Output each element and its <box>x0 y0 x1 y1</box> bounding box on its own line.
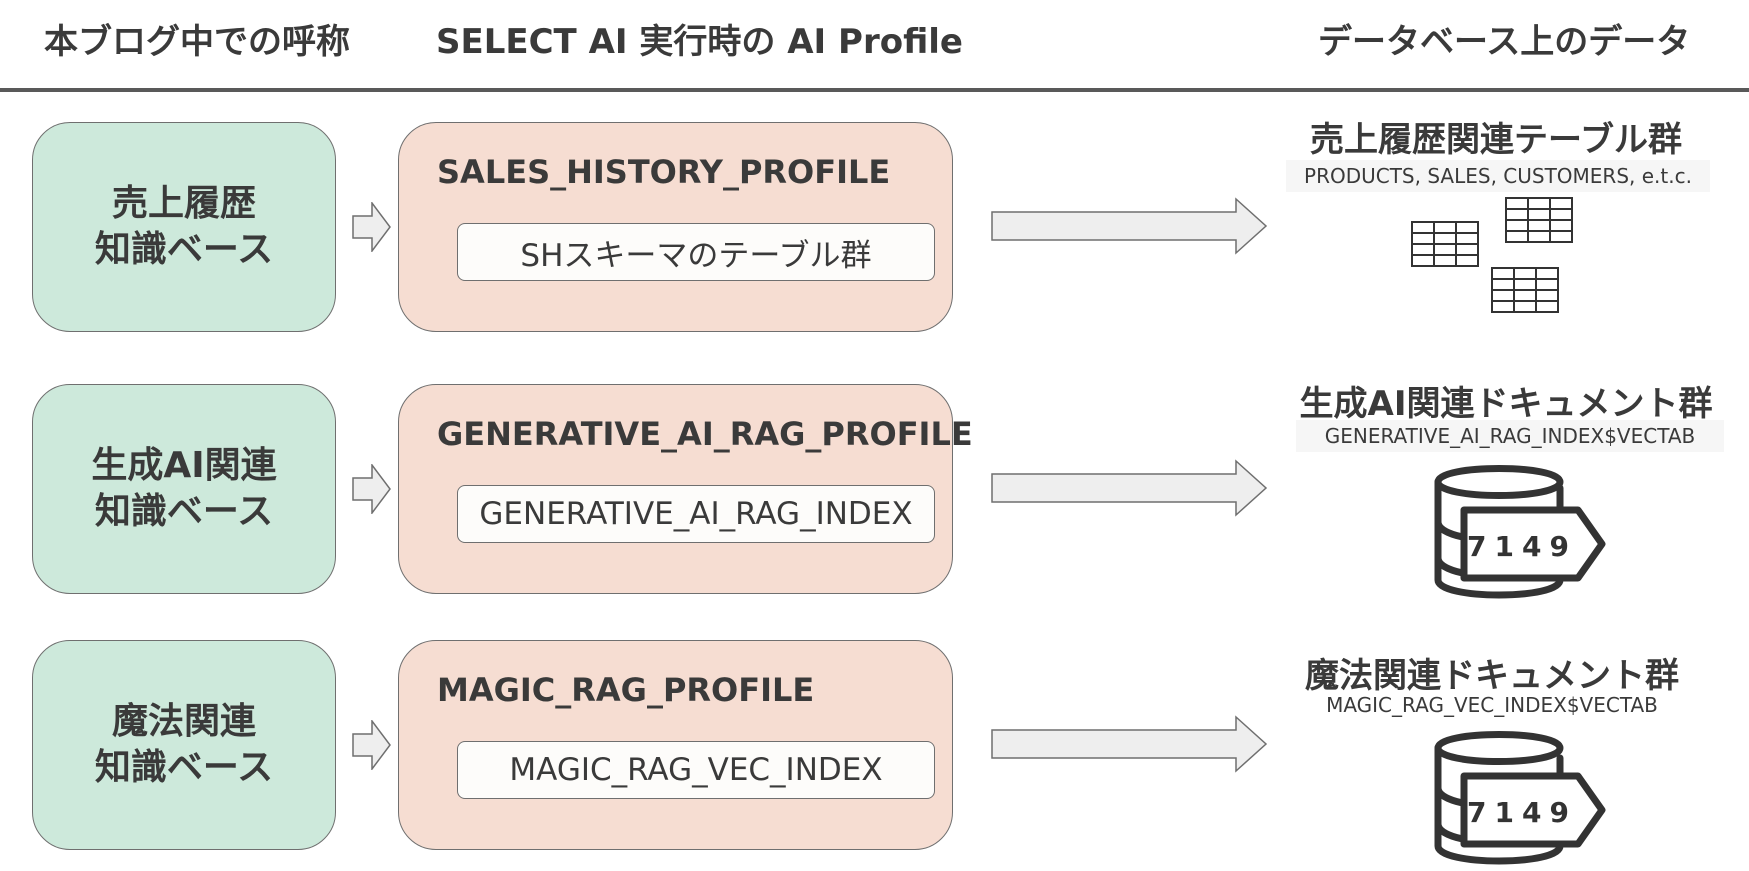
table-icon <box>1491 267 1559 313</box>
vector-database-icon: 7149 <box>1434 731 1606 865</box>
profile-card-generative-ai: GENERATIVE_AI_RAG_PROFILE GENERATIVE_AI_… <box>398 384 973 594</box>
header-name-column: 本ブログ中での呼称 <box>44 22 350 62</box>
profile-card-sales-history: SALES_HISTORY_PROFILE SHスキーマのテーブル群 <box>398 122 953 332</box>
data-subtitle-magic: MAGIC_RAG_VEC_INDEX$VECTAB <box>1326 693 1658 717</box>
data-title-sales-history: 売上履歴関連テーブル群 <box>1310 120 1682 160</box>
knowledge-base-generative-ai: 生成AI関連 知識ベース <box>32 384 336 594</box>
small-arrow-icon <box>352 202 391 252</box>
kb-label-line-2: 知識ベース <box>94 229 274 270</box>
kb-label-line-2: 知識ベース <box>94 491 274 532</box>
kb-label-line-1: 売上履歴 <box>111 183 256 224</box>
data-title-magic: 魔法関連ドキュメント群 <box>1305 656 1679 696</box>
kb-label-line-2: 知識ベース <box>94 747 274 788</box>
profile-target: GENERATIVE_AI_RAG_INDEX <box>457 485 935 543</box>
profile-name: MAGIC_RAG_PROFILE <box>437 671 815 709</box>
vector-database-icon: 7149 <box>1434 465 1606 599</box>
data-subtitle-generative-ai: GENERATIVE_AI_RAG_INDEX$VECTAB <box>1296 420 1724 452</box>
knowledge-base-magic: 魔法関連 知識ベース <box>32 640 336 850</box>
data-title-generative-ai: 生成AI関連ドキュメント群 <box>1299 384 1713 424</box>
table-icon <box>1411 221 1479 267</box>
db-label: 7149 <box>1467 796 1577 829</box>
profile-target: MAGIC_RAG_VEC_INDEX <box>457 741 935 799</box>
db-label: 7149 <box>1467 530 1577 563</box>
header-profile-column: SELECT AI 実行時の AI Profile <box>436 22 963 62</box>
small-arrow-icon <box>352 720 391 770</box>
profile-name: GENERATIVE_AI_RAG_PROFILE <box>437 415 973 453</box>
large-arrow-icon <box>991 459 1268 517</box>
profile-name: SALES_HISTORY_PROFILE <box>437 153 891 191</box>
data-subtitle-sales-history: PRODUCTS, SALES, CUSTOMERS, e.t.c. <box>1286 160 1710 192</box>
table-icon <box>1505 197 1573 243</box>
header-divider <box>0 88 1749 92</box>
large-arrow-icon <box>991 197 1268 255</box>
profile-target: SHスキーマのテーブル群 <box>457 223 935 281</box>
kb-label-line-1: 魔法関連 <box>111 701 256 742</box>
small-arrow-icon <box>352 464 391 514</box>
kb-label-line-1: 生成AI関連 <box>91 445 277 486</box>
profile-card-magic: MAGIC_RAG_PROFILE MAGIC_RAG_VEC_INDEX <box>398 640 953 850</box>
knowledge-base-sales-history: 売上履歴 知識ベース <box>32 122 336 332</box>
table-icon <box>1411 197 1573 313</box>
large-arrow-icon <box>991 715 1268 773</box>
header-data-column: データベース上のデータ <box>1318 22 1691 62</box>
